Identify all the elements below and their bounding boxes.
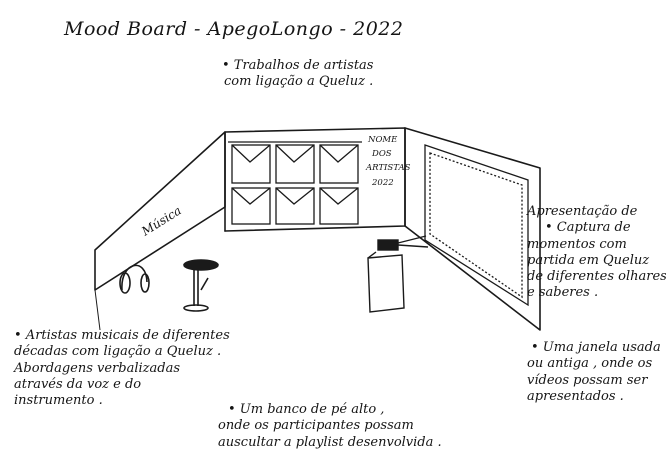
note-presentation: Apresentação de • Captura de momentos co… <box>527 204 666 302</box>
note-line: • Artistas musicais de diferentes <box>14 328 230 343</box>
board-title: Mood Board - ApegoLongo - 2022 <box>64 18 404 40</box>
note-line: • Uma janela usada <box>531 340 661 355</box>
note-line: auscultar a playlist desenvolvida . <box>218 434 442 450</box>
note-line: ou antiga , onde os <box>527 356 653 372</box>
note-line: instrumento . <box>14 393 103 408</box>
note-line: Abordagens verbalizadas <box>14 360 180 376</box>
artist-name-2: DOS <box>371 149 392 159</box>
note-stool: • Um banco de pé alto , onde os particip… <box>218 402 442 451</box>
note-line: • Um banco de pé alto , <box>228 402 385 417</box>
artist-name-1: NOME <box>367 135 398 145</box>
projector-stand <box>367 235 429 313</box>
high-stool <box>183 259 219 312</box>
note-line: momentos com <box>527 236 627 252</box>
note-artworks: • Trabalhos de artistas com ligação a Qu… <box>222 58 373 91</box>
window-screen <box>424 144 529 307</box>
note-musicians: • Artistas musicais de diferentes década… <box>14 328 230 409</box>
right-wall <box>404 127 541 331</box>
note-line: décadas com ligação a Queluz . <box>14 344 222 360</box>
note-heading: Apresentação de <box>527 204 638 219</box>
note-line: onde os participantes possam <box>218 418 414 434</box>
music-label: Música <box>138 203 183 239</box>
headphones-icon <box>119 264 150 294</box>
note-line: • Captura de <box>545 220 631 236</box>
artist-name-4: 2022 <box>371 178 394 188</box>
note-line: partida em Queluz <box>527 252 650 268</box>
note-line: de diferentes olhares <box>527 269 666 284</box>
artist-name-3: ARTISTAS <box>365 163 411 173</box>
note-line: apresentados . <box>527 388 624 404</box>
note-line: vídeos possam ser <box>527 372 648 388</box>
note-line: com ligação a Queluz . <box>224 74 374 90</box>
note-line: • Trabalhos de artistas <box>222 58 374 73</box>
artwork-panels <box>228 141 362 225</box>
note-line: através da voz e do <box>14 376 142 392</box>
note-window: • Uma janela usada ou antiga , onde os v… <box>527 340 661 405</box>
note-line: e saberes . <box>527 285 599 301</box>
